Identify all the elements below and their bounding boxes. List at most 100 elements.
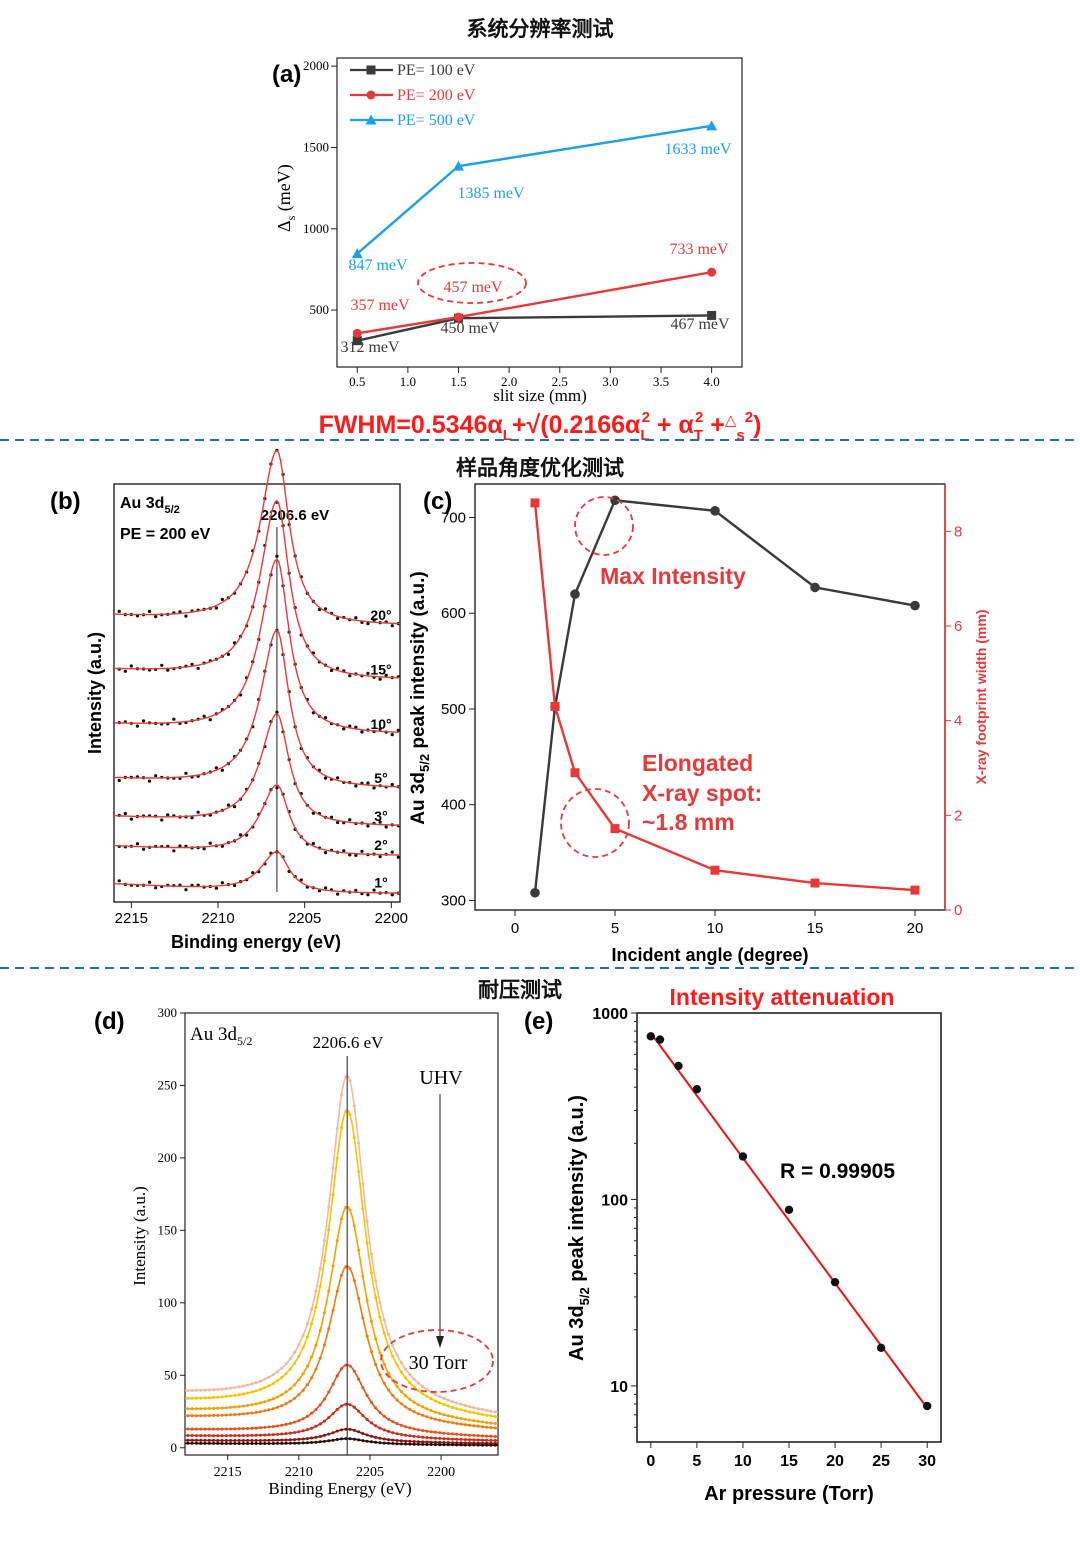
data-point-3: [692, 1085, 702, 1094]
uhv-label: UHV: [419, 1067, 463, 1089]
y-tick-label: 300: [158, 1005, 178, 1020]
y2-tick-label: 8: [954, 523, 962, 540]
section-title-resolution: 系统分辨率测试: [467, 17, 614, 41]
data-point-0-0: [352, 336, 362, 346]
data-point-7: [876, 1343, 886, 1353]
x-tick-label: 5: [692, 1453, 701, 1470]
series-line-1: [357, 271, 712, 335]
title-main: Au 3d: [120, 495, 164, 512]
pass-energy-label: PE = 200 eV: [120, 526, 211, 543]
y-tick-label: 50: [164, 1367, 177, 1382]
spot-annotation-2: X-ray spot:: [642, 780, 762, 806]
angle-label-1: 2°: [374, 837, 387, 853]
data-point-2-0: [351, 248, 363, 259]
x-tick-label: 5: [611, 920, 619, 937]
x-tick-label: 2.0: [501, 374, 517, 389]
x-tick-label: 1.0: [400, 374, 416, 389]
y-axis-label: Au 3d5/2 peak intensity (a.u.): [408, 571, 432, 825]
y-tick-label: 2000: [303, 58, 329, 73]
legend-text-2: PE= 500 eV: [397, 112, 476, 129]
y2-tick-label: 4: [954, 713, 962, 730]
title-sub: 5/2: [164, 504, 179, 516]
y-label-unit: peak intensity (a.u.): [408, 571, 429, 754]
footprint-point-1: [550, 701, 560, 711]
intensity-point-2: [570, 589, 580, 599]
x-tick-label: 2205: [356, 1465, 384, 1480]
y-tick-label: 500: [441, 701, 466, 718]
angle-label-2: 3°: [374, 808, 387, 824]
y-label-main: Δ: [274, 220, 294, 232]
y-tick-label: 1500: [303, 139, 329, 154]
footprint-point-5: [810, 878, 820, 888]
panel-label: (e): [524, 1008, 553, 1035]
footprint-point-4: [710, 865, 720, 875]
angle-label-5: 15°: [370, 661, 391, 677]
data-label-0-2: 467 meV: [670, 316, 730, 333]
max-intensity-annotation: Max Intensity: [600, 563, 746, 589]
x-axis-label: Binding energy (eV): [171, 932, 341, 952]
x-tick-label: 0: [511, 920, 519, 937]
max-highlight-circle: [574, 496, 634, 556]
data-label-0-1: 450 meV: [440, 320, 500, 337]
y-label-unit: (meV): [274, 164, 295, 215]
spot-annotation-1: Elongated: [642, 750, 753, 776]
title-main: Au 3d: [190, 1024, 237, 1045]
y-label-main: Au 3d: [408, 772, 429, 825]
data-label-0-0: 312 meV: [340, 339, 400, 356]
y-tick-label: 400: [441, 797, 466, 814]
x-tick-label: 0: [646, 1453, 655, 1470]
panel-label: (a): [272, 61, 301, 88]
series-line-2: [356, 124, 712, 255]
data-label-2-2: 1633 meV: [664, 141, 732, 158]
plot-frame: [336, 57, 743, 368]
title-sub: 5/2: [237, 1034, 252, 1048]
data-point-0: [646, 1032, 656, 1041]
section-title-angle: 样品角度优化测试: [456, 456, 624, 480]
x-tick-label: 30: [918, 1453, 936, 1470]
y-tick-label: 1000: [592, 1006, 628, 1023]
torr-label: 30 Torr: [409, 1352, 468, 1374]
highlight-ellipse: [417, 262, 527, 304]
x-axis-label: Incident angle (degree): [611, 945, 808, 965]
peak-label: 2206.6 eV: [261, 507, 329, 524]
data-point-6: [830, 1277, 840, 1287]
data-point-2-2: [706, 120, 718, 131]
x-tick-label: 15: [780, 1453, 798, 1470]
x-tick-label: 10: [734, 1453, 752, 1470]
data-label-1-0: 357 meV: [350, 297, 410, 314]
y-tick-label: 700: [441, 510, 466, 527]
plot-frame: [474, 483, 946, 911]
x-axis-label: Binding Energy (eV): [268, 1479, 411, 1498]
x-tick-label: 2200: [375, 910, 408, 927]
y2-tick-label: 2: [954, 807, 962, 824]
y-tick-label: 200: [158, 1150, 178, 1165]
spectrum-points-1: [186, 1109, 497, 1419]
data-point-1-0: [352, 328, 362, 338]
data-label-2-0: 847 meV: [348, 257, 408, 274]
section-title-pressure: 耐压测试: [478, 978, 562, 1002]
y-tick-label: 10: [610, 1379, 628, 1396]
spectrum-title: Au 3d5/2: [190, 1024, 252, 1048]
data-point-5: [784, 1205, 794, 1214]
series-line-0: [356, 314, 712, 342]
x-tick-label: 3.5: [653, 374, 669, 389]
spectrum-points-4: [186, 1363, 497, 1438]
spectrum-title: Au 3d5/2: [120, 495, 180, 516]
panel-label: (b): [50, 488, 81, 515]
x-tick-label: 20: [826, 1453, 844, 1470]
angle-label-3: 5°: [374, 770, 387, 786]
data-point-1-2: [707, 267, 717, 277]
x-tick-label: 10: [707, 920, 724, 937]
data-point-0-2: [707, 310, 717, 320]
spectrum-points-3: [186, 1265, 497, 1430]
x-tick-label: 2210: [285, 1465, 313, 1480]
y-axis-label: Intensity (a.u.): [85, 632, 105, 754]
y-axis-label: Intensity (a.u.): [130, 1186, 149, 1286]
legend-marker-1: [366, 90, 376, 100]
y-label-sub: s: [284, 215, 298, 220]
angle-label-4: 10°: [370, 716, 391, 732]
x-tick-label: 2215: [214, 1465, 242, 1480]
